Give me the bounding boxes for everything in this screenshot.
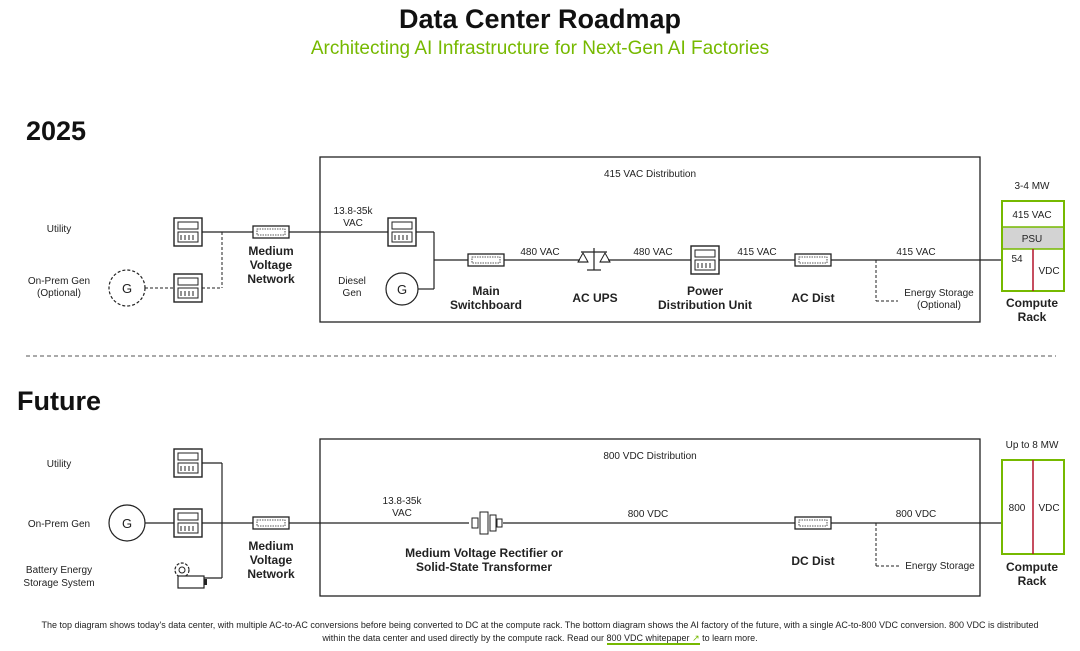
bottom-dc-dist-label: DC Dist: [791, 554, 834, 568]
bottom-bess-label-1: Battery Energy: [26, 565, 92, 576]
top-rack-label-1: Compute: [1006, 296, 1058, 310]
bottom-onprem-generator-icon: [108, 504, 146, 542]
top-pdu-label-1: Power: [687, 284, 723, 298]
bottom-voltage-800a: 800 VDC: [628, 509, 669, 520]
top-diesel-generator-icon: [385, 272, 419, 306]
top-utility-label: Utility: [47, 224, 71, 235]
top-psu-label: PSU: [1022, 234, 1043, 245]
caption-line-2-post: to learn more.: [702, 633, 758, 643]
whitepaper-link[interactable]: 800 VDC whitepaper ↗: [606, 633, 700, 645]
bottom-bess-label-2: Storage System: [23, 578, 94, 589]
top-utility-transformer-icon: [173, 217, 203, 247]
top-main-switchboard-icon: [467, 253, 505, 267]
top-voltage-415b: 415 VAC: [896, 247, 935, 258]
top-diesel-label-2: Gen: [343, 288, 362, 299]
top-main-switchboard-label-1: Main: [472, 284, 499, 298]
top-energy-storage-label-2: (Optional): [917, 300, 961, 311]
top-onprem-label-2: (Optional): [37, 288, 81, 299]
top-mvn-label-3: Network: [247, 272, 295, 286]
top-ac-ups-scale-icon: [577, 248, 611, 273]
top-voltage-480b: 480 VAC: [633, 247, 672, 258]
top-voltage-480a: 480 VAC: [520, 247, 559, 258]
bottom-rack-800: 800: [1009, 503, 1026, 514]
bottom-input-voltage-2: VAC: [392, 508, 412, 519]
svg-text:G: G: [122, 281, 132, 296]
bottom-distribution-box: [319, 438, 981, 597]
bottom-rectifier-icon: [469, 511, 503, 535]
top-rack-power: 3-4 MW: [1015, 181, 1051, 192]
page-title: Data Center Roadmap: [398, 4, 682, 34]
external-link-icon: ↗: [692, 633, 700, 643]
bottom-rack-label-1: Compute: [1006, 560, 1058, 574]
svg-text:G: G: [122, 516, 132, 531]
bottom-rectifier-label-1: Medium Voltage Rectifier or: [405, 546, 563, 560]
top-distribution-box: [319, 156, 981, 323]
top-input-transformer-icon: [387, 217, 417, 247]
top-box-label: 415 VAC Distribution: [604, 169, 696, 180]
figure-caption: The top diagram shows today's data cente…: [8, 619, 1072, 645]
caption-line-2-pre: within the data center and used directly…: [322, 633, 604, 643]
bottom-mv-network-switchgear-icon: [252, 516, 290, 530]
caption-line-1: The top diagram shows today's data cente…: [41, 620, 1039, 630]
bottom-utility-transformer-icon: [173, 448, 203, 478]
top-onprem-generator-icon: [108, 269, 146, 307]
top-pdu-icon: [690, 245, 720, 275]
bottom-onprem-transformer-icon: [173, 508, 203, 538]
bottom-box-label: 800 VDC Distribution: [603, 451, 696, 462]
top-input-voltage-1: 13.8-35k: [334, 206, 374, 217]
top-mvn-label-1: Medium: [248, 244, 293, 258]
bottom-rectifier-label-2: Solid-State Transformer: [416, 560, 552, 574]
bottom-onprem-label: On-Prem Gen: [28, 519, 90, 530]
top-mv-network-switchgear-icon: [252, 225, 290, 239]
top-energy-storage-label-1: Energy Storage: [904, 288, 974, 299]
bottom-input-voltage-1: 13.8-35k: [383, 496, 423, 507]
bottom-utility-label: Utility: [47, 459, 71, 470]
section-heading-future: Future: [17, 386, 101, 416]
top-onprem-transformer-icon: [173, 273, 203, 303]
bottom-dc-dist-icon: [794, 516, 832, 530]
top-mvn-label-2: Voltage: [250, 258, 293, 272]
bottom-rack-vdc: VDC: [1038, 503, 1059, 514]
top-psu-block: [1003, 227, 1063, 249]
top-pdu-label-2: Distribution Unit: [658, 298, 752, 312]
top-diagram: 415 VAC Distribution G G: [28, 156, 1065, 324]
top-rack-voltage: 415 VAC: [1012, 210, 1051, 221]
section-heading-2025: 2025: [26, 116, 87, 146]
top-onprem-label-1: On-Prem Gen: [28, 276, 90, 287]
bottom-rack-power: Up to 8 MW: [1006, 440, 1059, 451]
top-rack-54: 54: [1011, 254, 1023, 265]
bottom-mvn-label-1: Medium: [248, 539, 293, 553]
bottom-diagram: 800 VDC Distribution G Utility: [23, 438, 1065, 597]
bottom-mvn-label-3: Network: [247, 567, 295, 581]
bottom-energy-storage-label: Energy Storage: [905, 561, 975, 572]
page-subtitle: Architecting AI Infrastructure for Next-…: [310, 38, 770, 59]
top-ac-ups-label: AC UPS: [572, 291, 617, 305]
top-voltage-415a: 415 VAC: [737, 247, 776, 258]
top-rack-label-2: Rack: [1018, 310, 1047, 324]
top-input-voltage-2: VAC: [343, 218, 363, 229]
top-diesel-label-1: Diesel: [338, 276, 366, 287]
bottom-rack-label-2: Rack: [1018, 574, 1047, 588]
bottom-bess-battery-gear-icon: [174, 562, 207, 589]
top-ac-dist-icon: [794, 253, 832, 267]
svg-text:G: G: [397, 282, 407, 297]
bottom-voltage-800b: 800 VDC: [896, 509, 937, 520]
bottom-mvn-label-2: Voltage: [250, 553, 293, 567]
top-main-switchboard-label-2: Switchboard: [450, 298, 522, 312]
top-ac-dist-label: AC Dist: [791, 291, 834, 305]
top-rack-vdc: VDC: [1038, 266, 1059, 277]
